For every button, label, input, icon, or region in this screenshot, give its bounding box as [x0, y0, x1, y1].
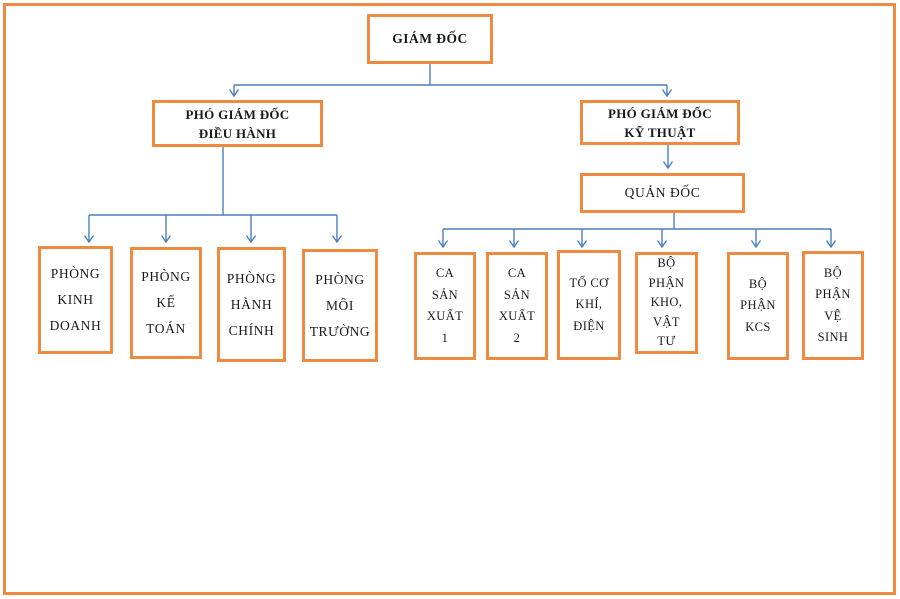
- org-node-deputy-operations: PHÓ GIÁM ĐỐC ĐIỀU HÀNH: [152, 100, 323, 147]
- org-node-dept-admin: PHÒNG HÀNH CHÍNH: [217, 247, 286, 362]
- org-node-sanitation-department: BỘ PHẬN VỆ SINH: [802, 251, 864, 360]
- org-node-dept-business: PHÒNG KINH DOANH: [38, 246, 113, 354]
- org-node-director: GIÁM ĐỐC: [367, 14, 493, 64]
- org-node-dept-environment: PHÒNG MÔI TRƯỜNG: [302, 249, 378, 362]
- org-node-mechanical-electrical-team: TỔ CƠ KHÍ, ĐIỆN: [557, 250, 621, 360]
- org-node-production-shift-1: CA SẢN XUẤT 1: [414, 252, 476, 360]
- org-node-kcs-department: BỘ PHẬN KCS: [727, 252, 789, 360]
- org-node-foreman: QUẢN ĐỐC: [580, 173, 745, 213]
- org-node-dept-accounting: PHÒNG KẾ TOÁN: [130, 247, 202, 359]
- org-node-warehouse-materials: BỘ PHẬN KHO, VẬT TƯ: [635, 252, 698, 354]
- org-node-deputy-technical: PHÓ GIÁM ĐỐC KỸ THUẬT: [580, 100, 740, 145]
- org-node-production-shift-2: CA SẢN XUẤT 2: [486, 252, 548, 360]
